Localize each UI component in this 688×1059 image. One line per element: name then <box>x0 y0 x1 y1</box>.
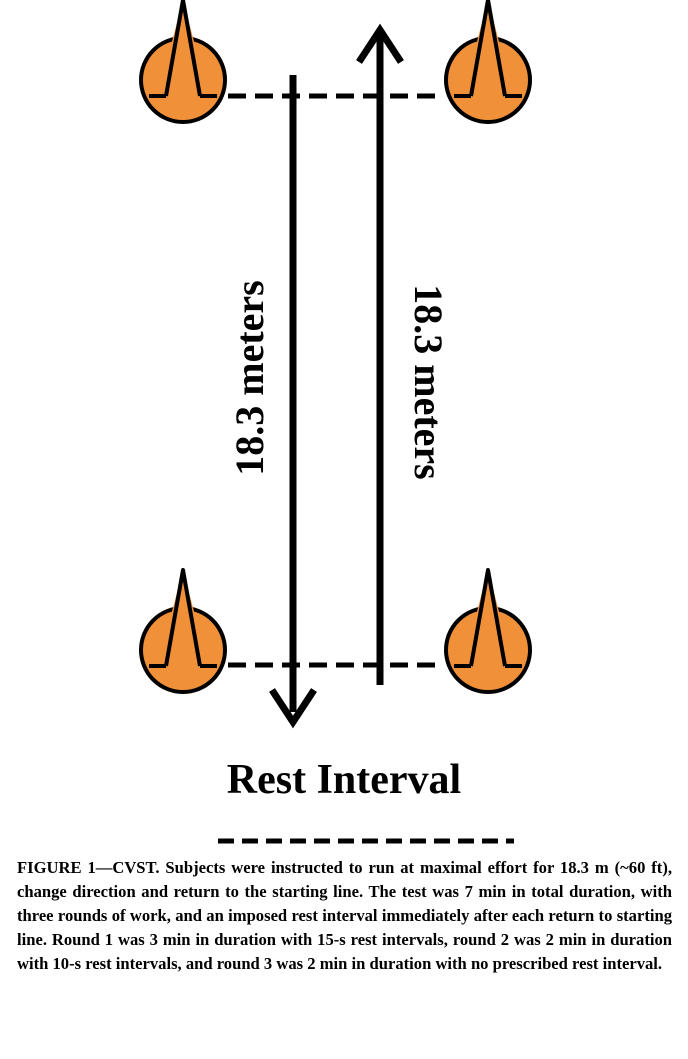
cone-bottom-left-icon <box>139 568 227 694</box>
cone-top-left-icon <box>139 0 227 124</box>
cvst-diagram: 18.3 meters 18.3 meters Rest Interval <box>139 0 532 844</box>
rest-interval-label: Rest Interval <box>227 757 461 803</box>
right-distance-label: 18.3 meters <box>406 284 451 479</box>
arrow-down-icon <box>269 75 317 729</box>
figure-caption: FIGURE 1—CVST. Subjects were instructed … <box>17 858 672 973</box>
cone-bottom-right-icon <box>444 568 532 694</box>
arrow-up-icon <box>356 23 404 685</box>
left-distance-label: 18.3 meters <box>227 280 272 475</box>
cone-top-right-icon <box>444 0 532 124</box>
